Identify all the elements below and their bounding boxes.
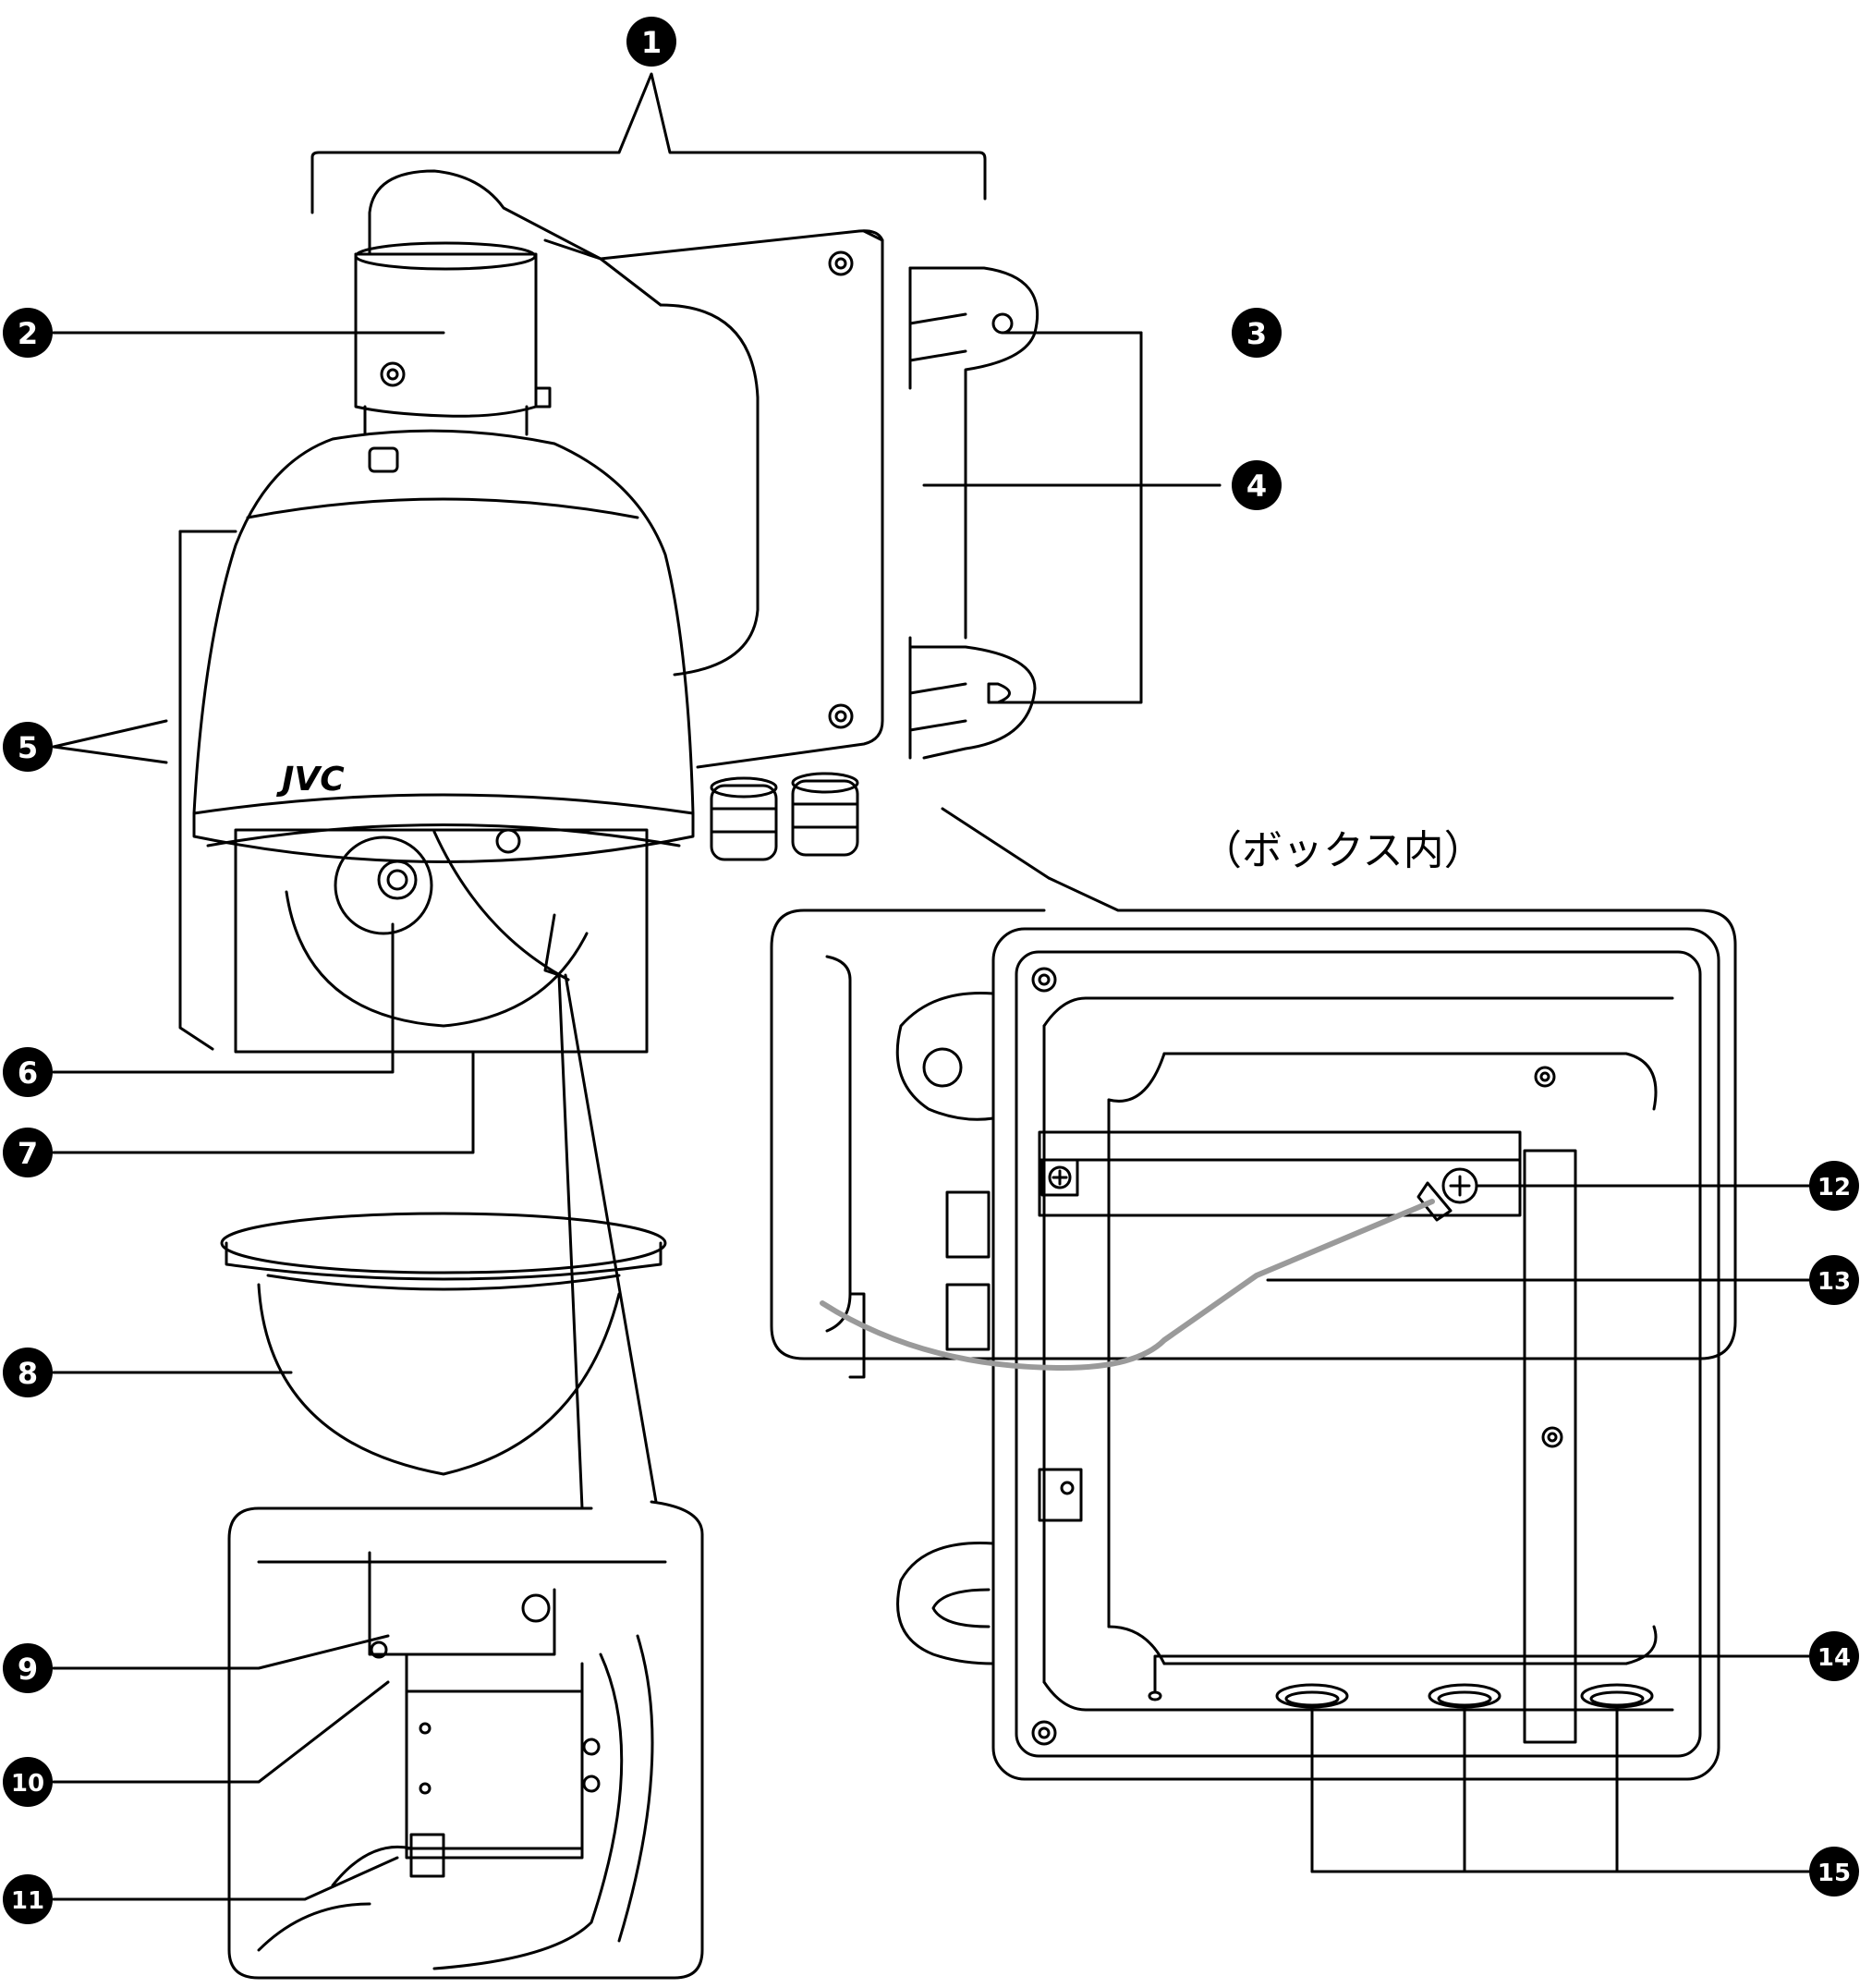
jvc-logo: JVC	[276, 761, 345, 799]
callout-badge-1: 1	[626, 17, 676, 67]
callout-badge-6: 6	[3, 1047, 53, 1097]
callout-badge-5: 5	[3, 722, 53, 772]
camera-housing: JVC	[178, 429, 695, 1051]
callout-label-9: 9	[18, 1652, 38, 1687]
callout-badge-7: 7	[3, 1128, 53, 1177]
pendant-mount	[354, 241, 552, 436]
cable-glands	[710, 772, 859, 861]
callout-badge-14: 14	[1809, 1631, 1859, 1681]
ground-wire	[820, 1199, 1435, 1371]
callout-badge-4: 4	[1232, 460, 1282, 510]
callout-label-5: 5	[18, 730, 38, 765]
callout-badge-8: 8	[3, 1348, 53, 1397]
callout-label-7: 7	[18, 1136, 38, 1171]
callout-label-2: 2	[18, 316, 38, 351]
callout-label-4: 4	[1246, 469, 1267, 504]
wall-bracket	[310, 72, 987, 307]
callout-badge-3: 3	[1232, 308, 1282, 358]
callout-label-13: 13	[1817, 1268, 1851, 1296]
callout-label-3: 3	[1246, 316, 1267, 351]
dome-cover	[220, 1212, 667, 1476]
callout-badge-13: 13	[1809, 1255, 1859, 1305]
leader-lines	[52, 331, 1813, 1901]
inset-caption: （ボックス内）	[1201, 827, 1485, 874]
callout-badges: 1 2 3 4 5 6 7 8 9 10 11 12 13 14 15	[3, 17, 1859, 1924]
callout-label-6: 6	[18, 1055, 38, 1091]
callout-label-14: 14	[1817, 1644, 1851, 1672]
callout-label-15: 15	[1817, 1860, 1851, 1887]
inset-box-interior	[770, 807, 1737, 1781]
callout-badge-9: 9	[3, 1643, 53, 1693]
callout-label-1: 1	[641, 25, 662, 60]
junction-box	[599, 229, 1039, 769]
callout-badge-2: 2	[3, 308, 53, 358]
callout-badge-11: 11	[3, 1874, 53, 1924]
callout-label-10: 10	[11, 1770, 44, 1798]
callout-badge-12: 12	[1809, 1161, 1859, 1211]
camera-block	[234, 828, 649, 1054]
callout-badge-15: 15	[1809, 1847, 1859, 1897]
inset-camera-detail	[227, 1500, 704, 1980]
callout-label-11: 11	[11, 1887, 44, 1915]
callout-label-8: 8	[18, 1356, 38, 1391]
callout-label-12: 12	[1817, 1174, 1851, 1201]
callout-badge-10: 10	[3, 1757, 53, 1807]
